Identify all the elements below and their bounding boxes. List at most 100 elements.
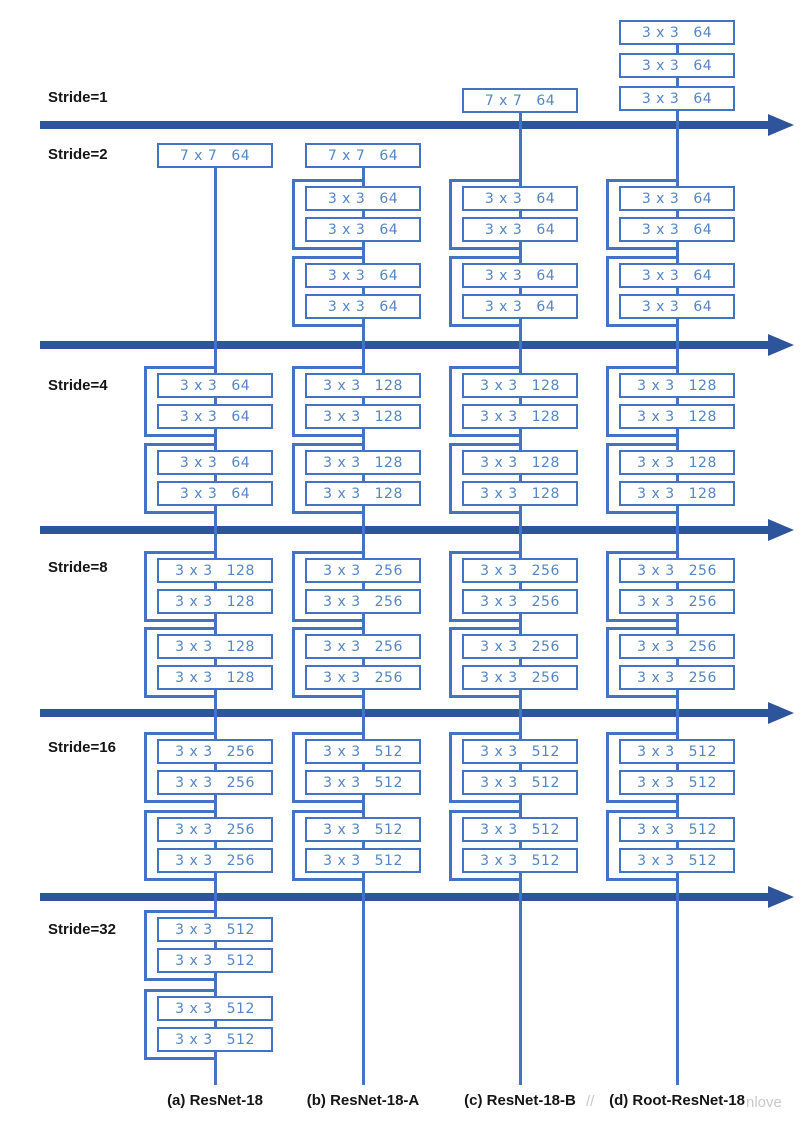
channel-count: 64 <box>536 190 556 207</box>
stride-arrow <box>40 114 794 136</box>
column-caption: (a) ResNet-18 <box>167 1092 263 1109</box>
channel-count: 256 <box>688 562 717 579</box>
kernel-size: 3 x 3 <box>484 267 523 284</box>
channel-count: 512 <box>688 774 717 791</box>
channel-count: 64 <box>536 92 556 109</box>
channel-count: 256 <box>226 821 255 838</box>
arrow-head-icon <box>768 886 794 908</box>
kernel-size: 3 x 3 <box>323 774 361 791</box>
kernel-size: 3 x 3 <box>637 852 675 869</box>
skip-connection <box>292 256 363 327</box>
kernel-size: 3 x 3 <box>323 377 361 394</box>
channel-count: 64 <box>379 267 399 284</box>
kernel-size: 3 x 3 <box>179 377 218 394</box>
channel-count: 64 <box>231 408 251 425</box>
kernel-size: 3 x 3 <box>641 298 680 315</box>
kernel-size: 3 x 3 <box>637 377 675 394</box>
kernel-size: 3 x 3 <box>637 485 675 502</box>
skip-connection <box>144 810 215 881</box>
kernel-size: 3 x 3 <box>637 638 675 655</box>
channel-count: 512 <box>531 852 560 869</box>
channel-count: 128 <box>374 377 403 394</box>
kernel-size: 3 x 3 <box>480 485 518 502</box>
kernel-size: 3 x 3 <box>323 485 361 502</box>
kernel-size: 3 x 3 <box>323 562 361 579</box>
stride-label: Stride=4 <box>48 377 108 394</box>
skip-connection <box>449 732 520 803</box>
kernel-size: 3 x 3 <box>484 221 523 238</box>
kernel-size: 3 x 3 <box>637 743 675 760</box>
arrow-head-icon <box>768 334 794 356</box>
channel-count: 256 <box>374 638 403 655</box>
skip-connection <box>449 551 520 622</box>
kernel-size: 3 x 3 <box>480 638 518 655</box>
skip-connection <box>606 179 677 250</box>
kernel-size: 3 x 3 <box>175 852 213 869</box>
skip-connection <box>292 627 363 698</box>
channel-count: 128 <box>688 377 717 394</box>
channel-count: 64 <box>379 190 399 207</box>
arrow-shaft <box>40 121 772 129</box>
channel-count: 512 <box>374 821 403 838</box>
channel-count: 64 <box>693 57 713 74</box>
channel-count: 128 <box>531 408 560 425</box>
channel-count: 256 <box>531 593 560 610</box>
channel-count: 512 <box>374 852 403 869</box>
channel-count: 128 <box>374 454 403 471</box>
channel-count: 256 <box>374 562 403 579</box>
channel-count: 256 <box>374 669 403 686</box>
channel-count: 128 <box>226 593 255 610</box>
kernel-size: 3 x 3 <box>641 90 680 107</box>
channel-count: 512 <box>226 1031 255 1048</box>
column-caption: (b) ResNet-18-A <box>306 1092 420 1109</box>
skip-connection <box>606 443 677 514</box>
arrow-shaft <box>40 341 772 349</box>
kernel-size: 3 x 3 <box>641 24 680 41</box>
kernel-size: 3 x 3 <box>327 298 366 315</box>
channel-count: 64 <box>231 485 251 502</box>
channel-count: 64 <box>379 298 399 315</box>
kernel-size: 3 x 3 <box>179 485 218 502</box>
kernel-size: 3 x 3 <box>175 774 213 791</box>
channel-count: 512 <box>226 921 255 938</box>
kernel-size: 7 x 7 <box>484 92 523 109</box>
kernel-size: 3 x 3 <box>484 190 523 207</box>
channel-count: 512 <box>374 743 403 760</box>
stride-label: Stride=2 <box>48 146 108 163</box>
channel-count: 256 <box>531 669 560 686</box>
kernel-size: 3 x 3 <box>179 454 218 471</box>
skip-connection <box>606 366 677 437</box>
kernel-size: 3 x 3 <box>323 638 361 655</box>
skip-connection <box>144 366 215 437</box>
channel-count: 64 <box>693 24 713 41</box>
